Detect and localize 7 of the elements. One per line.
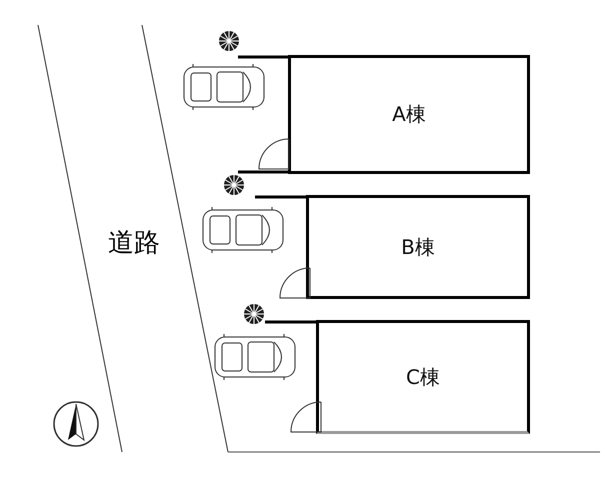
building-outline — [288, 55, 530, 174]
road-label: 道路 — [108, 227, 160, 260]
building-label: B棟 — [401, 234, 435, 260]
building-label: A棟 — [392, 101, 426, 128]
building-label: C棟 — [406, 364, 440, 390]
building-outline — [306, 195, 530, 299]
building-outline — [316, 320, 530, 434]
